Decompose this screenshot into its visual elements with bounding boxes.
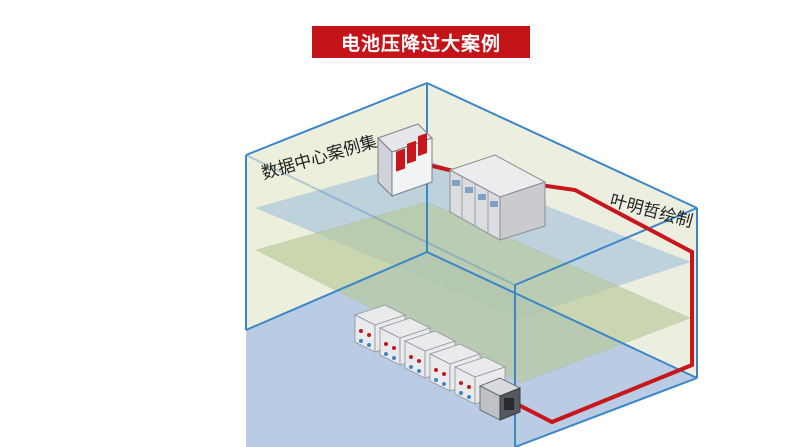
diagram-title: 电池压降过大案例 bbox=[312, 26, 530, 58]
distribution-cabinet bbox=[377, 123, 433, 198]
ups-cabinets bbox=[448, 154, 547, 241]
room-frame bbox=[245, 82, 698, 447]
battery-breaker-cabinet bbox=[478, 377, 522, 421]
